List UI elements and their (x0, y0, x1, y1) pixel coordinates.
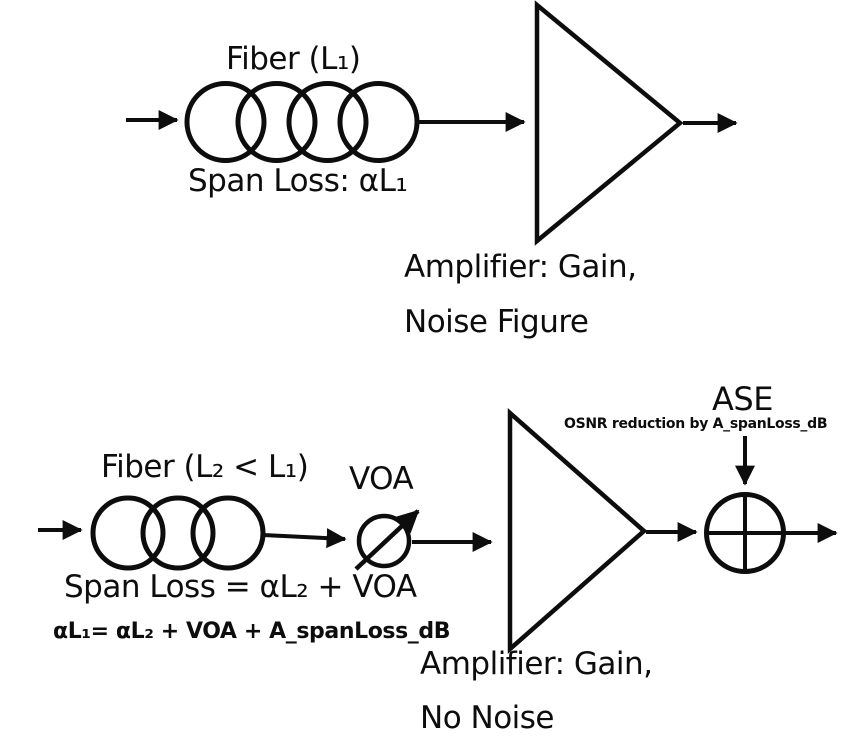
ase-note: OSNR reduction by A_spanLoss_dB (564, 416, 828, 432)
top-span-loss-label: Span Loss: αL₁ (188, 163, 408, 199)
voa-icon (354, 509, 420, 571)
bottom-span-loss-label: Span Loss = αL₂ + VOA (64, 569, 417, 605)
top-amplifier-caption-line2: Noise Figure (404, 304, 589, 340)
bottom-amplifier-icon (507, 408, 648, 654)
top-amplifier-icon (534, 0, 684, 246)
ase-label: ASE (712, 380, 773, 418)
loss-equation: αL₁= αL₂ + VOA + A_spanLoss_dB (53, 619, 451, 644)
voa-label: VOA (349, 461, 414, 497)
bottom-amplifier-caption-line1: Amplifier: Gain, (420, 646, 653, 682)
bottom-fiber-label: Fiber (L₂ < L₁) (101, 449, 309, 485)
top-fiber-coil-icon (184, 81, 420, 163)
top-amplifier-caption-line1: Amplifier: Gain, (404, 249, 637, 285)
bottom-fiber-coil-icon (90, 495, 266, 571)
top-fiber-label: Fiber (L₁) (226, 41, 361, 77)
fiber-to-voa-arrow (262, 528, 347, 549)
ase-adder-icon (704, 492, 786, 574)
bottom-amplifier-caption-line2: No Noise (420, 700, 555, 736)
